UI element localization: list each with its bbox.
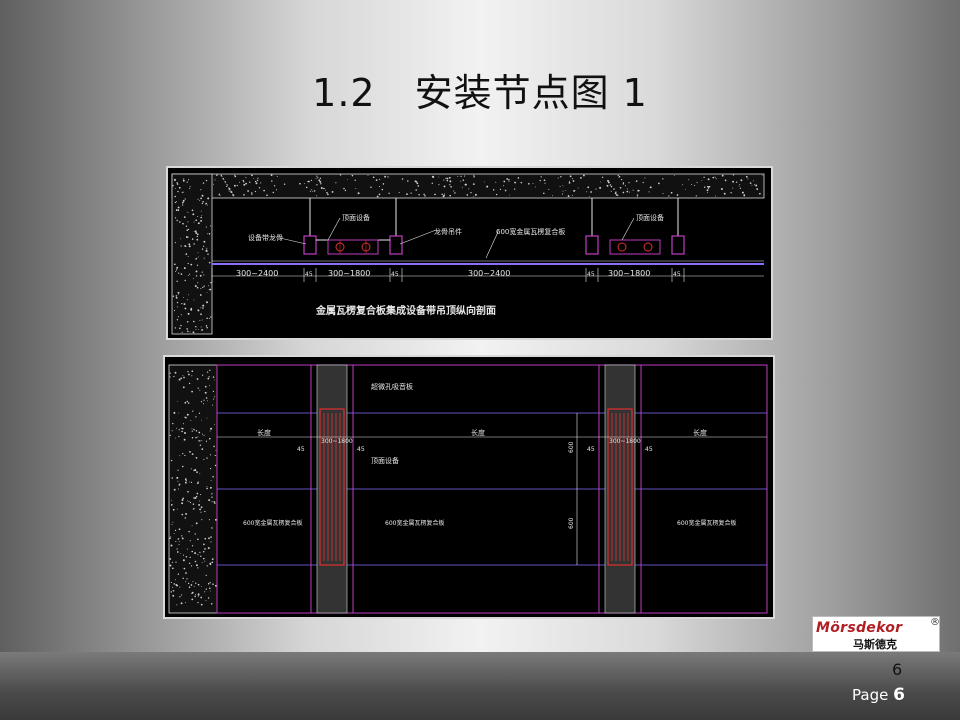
label-length-left: 长度: [257, 428, 271, 437]
label-keel: 设备带龙骨: [248, 233, 283, 242]
label-600-a: 600: [568, 441, 575, 453]
section-drawing-svg: 设备带龙骨 顶面设备 龙骨吊件 600宽金属瓦楞复合板 顶面设备 300~240…: [171, 173, 765, 335]
plan-drawing-svg: 超微孔吸音板 顶面设备 长度 长度 长度 300~1800 300~1800 4…: [168, 364, 768, 614]
equipment-strip-left: [310, 364, 354, 614]
equipment-band-2: [585, 235, 685, 255]
label-ceiling-device: 顶面设备: [371, 456, 399, 465]
dim-2: 45: [305, 271, 313, 278]
page-number: 6: [893, 685, 905, 705]
page-indicator: Page 6: [852, 685, 905, 705]
equipment-strip-right: [598, 364, 642, 614]
label-panel: 600宽金属瓦楞复合板: [496, 227, 565, 236]
hangers: [309, 198, 679, 236]
label-length-mid: 长度: [471, 428, 485, 437]
label-45-d: 45: [645, 446, 653, 453]
label-600-b: 600: [568, 517, 575, 529]
drawing-caption: 金属瓦楞复合板集成设备带吊顶纵向剖面: [315, 304, 496, 317]
dim-7: 300~1800: [608, 269, 650, 278]
label-acoustic-panel: 超微孔吸音板: [371, 382, 413, 391]
plan-concrete-hatch: [169, 369, 217, 606]
label-panel-left: 600宽金属瓦楞复合板: [243, 519, 302, 527]
registered-mark: ®: [930, 617, 940, 628]
label-hanger: 龙骨吊件: [434, 227, 462, 236]
dimension-ticks: [211, 268, 685, 282]
label-panel-mid: 600宽金属瓦楞复合板: [385, 519, 444, 527]
dim-6: 45: [587, 271, 595, 278]
label-ceiling-device-1: 顶面设备: [342, 213, 370, 222]
concrete-wall: [171, 173, 213, 335]
page-label: Page: [852, 686, 889, 704]
logo-brand: Mörsdekor: [816, 620, 903, 636]
dim-1: 300~2400: [236, 269, 278, 278]
panel-seams: [217, 412, 767, 566]
equipment-band-1: [303, 235, 403, 255]
logo-chinese: 马斯德克: [853, 638, 897, 651]
label-45-c: 45: [587, 446, 595, 453]
section-drawing: 设备带龙骨 顶面设备 龙骨吊件 600宽金属瓦楞复合板 顶面设备 300~240…: [166, 166, 773, 340]
label-panel-right: 600宽金属瓦楞复合板: [677, 519, 736, 527]
concrete-slab: [171, 173, 765, 199]
dim-4: 45: [391, 271, 399, 278]
concrete-hatch: [172, 174, 763, 334]
slide-title: 1.2 安装节点图 1: [312, 71, 648, 115]
label-45-b: 45: [357, 446, 365, 453]
label-band-left: 300~1800: [321, 438, 353, 445]
footer-band: [0, 652, 960, 720]
plan-concrete-wall: [168, 364, 218, 614]
plan-drawing: 超微孔吸音板 顶面设备 长度 长度 长度 300~1800 300~1800 4…: [163, 355, 775, 619]
leader-lines: [279, 217, 635, 259]
dim-3: 300~1800: [328, 269, 370, 278]
dim-8: 45: [673, 271, 681, 278]
label-length-right: 长度: [693, 428, 707, 437]
dim-5: 300~2400: [468, 269, 510, 278]
label-band-right: 300~1800: [609, 438, 641, 445]
company-logo: Mörsdekor 马斯德克: [812, 616, 940, 652]
slide-number: 6: [892, 660, 903, 679]
label-45-a: 45: [297, 446, 305, 453]
label-ceiling-device-2: 顶面设备: [636, 213, 664, 222]
